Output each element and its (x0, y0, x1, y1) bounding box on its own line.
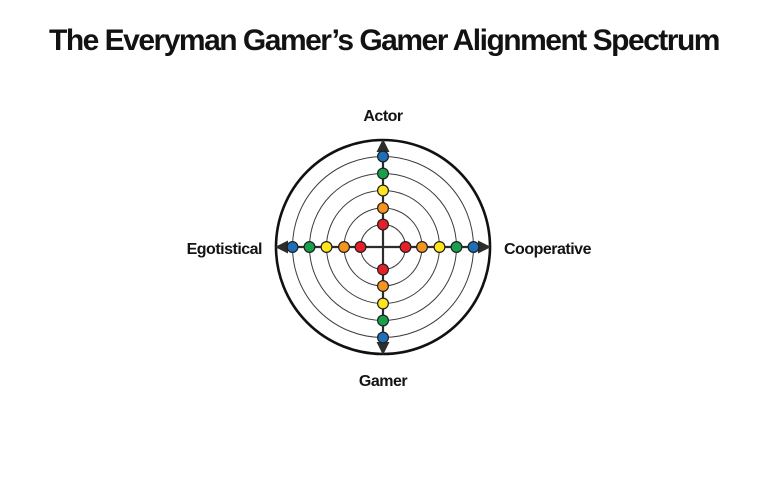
dot-yellow-right (433, 241, 446, 254)
axis-label-actor: Actor (363, 108, 403, 125)
dot-blue-top (377, 150, 390, 163)
axis-label-egotistical: Egotistical (186, 241, 263, 258)
dot-yellow-top (377, 184, 390, 197)
dot-green-bottom (377, 314, 390, 327)
dot-yellow-left (320, 241, 333, 254)
dot-orange-left (338, 241, 351, 254)
dot-red-top (377, 218, 390, 231)
dot-blue-right (467, 241, 480, 254)
right-arrowhead-icon (478, 240, 491, 254)
page-title: The Everyman Gamer’s Gamer Alignment Spe… (49, 24, 720, 57)
left-arrowhead-icon (275, 240, 288, 254)
dot-orange-bottom (377, 280, 390, 293)
dot-orange-top (377, 202, 390, 215)
dot-blue-bottom (377, 331, 390, 344)
dot-green-top (377, 167, 390, 180)
dot-red-left (354, 241, 367, 254)
bottom-arrowhead-icon (376, 342, 390, 355)
top-arrowhead-icon (376, 139, 390, 152)
dot-orange-right (416, 241, 429, 254)
axis-label-gamer: Gamer (358, 373, 408, 390)
dot-yellow-bottom (377, 297, 390, 310)
dot-red-right (399, 241, 412, 254)
axis-label-cooperative: Cooperative (504, 241, 591, 258)
dot-red-bottom (377, 263, 390, 276)
dot-blue-left (286, 241, 299, 254)
dot-green-left (303, 241, 316, 254)
dot-green-right (450, 241, 463, 254)
